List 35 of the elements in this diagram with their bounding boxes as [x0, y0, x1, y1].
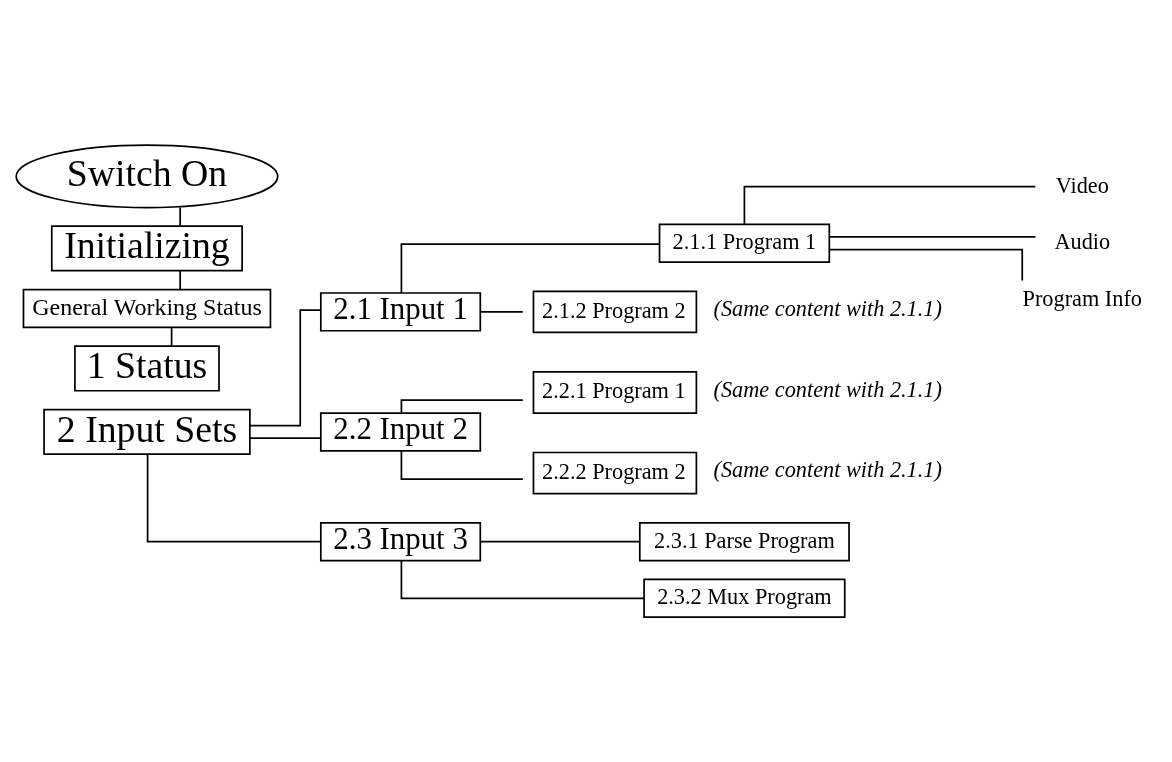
connector [400, 560, 645, 600]
connector [479, 311, 524, 313]
connector [179, 269, 182, 291]
node-box: 2.3.2 Mux Program [643, 578, 846, 618]
node-box: 2.3 Input 3 [319, 521, 482, 562]
node-box: General Working Status [22, 288, 272, 329]
node-box: 2.1.2 Program 2 [532, 290, 698, 334]
node-label: (Same content with 2.1.1) [713, 376, 942, 402]
connector [146, 453, 322, 543]
node-label: (Same content with 2.1.1) [713, 457, 942, 483]
node-box: Initializing [50, 225, 243, 272]
node-ellipse: Switch On [15, 144, 279, 209]
connector [249, 437, 321, 440]
connector [249, 309, 322, 427]
node-text: Program Info [1022, 285, 1142, 311]
node-box: 2.2 Input 2 [319, 412, 482, 452]
connector [828, 236, 1037, 238]
connector [479, 540, 641, 543]
connector [170, 326, 173, 347]
connector [400, 399, 524, 414]
connector [829, 248, 1024, 282]
node-text: Video [1055, 172, 1109, 198]
node-box: 2 Input Sets [43, 408, 251, 456]
node-box: 2.1 Input 1 [319, 292, 482, 332]
connector [179, 206, 182, 227]
connector [743, 185, 1037, 225]
connector [400, 243, 661, 294]
node-box: 2.3.1 Parse Program [638, 521, 850, 562]
node-box: 2.2.2 Program 2 [532, 451, 698, 495]
node-box: 2.2.1 Program 1 [532, 371, 698, 414]
node-box: 2.1.1 Program 1 [658, 223, 831, 263]
node-label: (Same content with 2.1.1) [713, 295, 942, 321]
node-text: Audio [1054, 229, 1111, 255]
connector [400, 450, 524, 480]
node-box: 1 Status [74, 345, 220, 392]
